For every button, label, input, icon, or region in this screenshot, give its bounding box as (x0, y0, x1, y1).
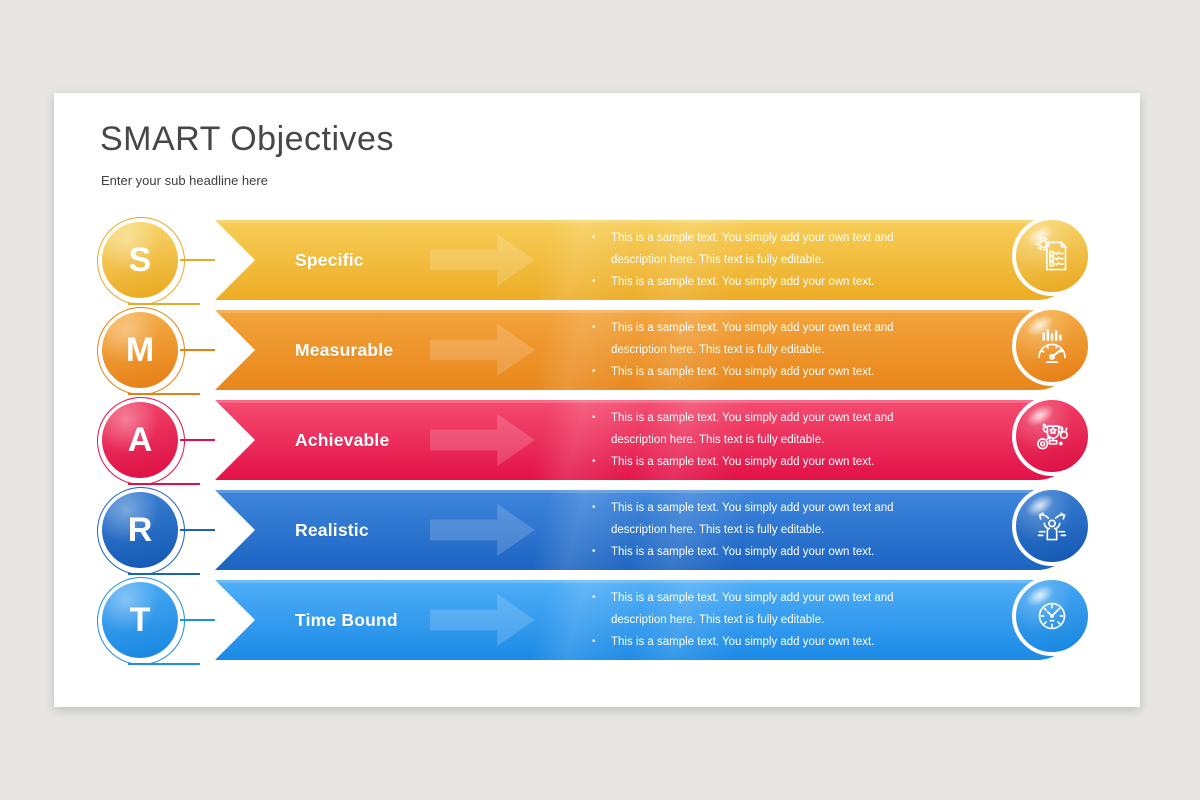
letter-badge-s[interactable]: S (102, 222, 178, 298)
letter-text: R (127, 510, 153, 549)
bullet-item: This is a sample text. You simply add yo… (589, 361, 909, 383)
person-choices-icon (1037, 512, 1067, 541)
row-icon-circle[interactable] (1012, 486, 1092, 566)
row-label: Realistic (295, 519, 369, 540)
bullet-list: This is a sample text. You simply add yo… (589, 490, 909, 570)
ring-tail-line (128, 663, 200, 665)
banner-notch (215, 220, 255, 300)
letter-text: A (127, 420, 153, 459)
banner-notch (215, 490, 255, 570)
ring-tail-line (128, 483, 200, 485)
page-subtitle: Enter your sub headline here (101, 173, 268, 188)
row-icon-circle[interactable] (1012, 216, 1092, 296)
row-icon-circle[interactable] (1012, 306, 1092, 386)
row-banner[interactable]: Realistic This is a sample text. You sim… (215, 486, 1092, 570)
smart-row-specific: S Specific This is a sample text. You si… (54, 215, 1140, 305)
banner-arrow-icon (430, 324, 535, 376)
letter-text: T (129, 600, 151, 639)
bullet-list: This is a sample text. You simply add yo… (589, 580, 909, 660)
bullet-item: This is a sample text. You simply add yo… (589, 631, 909, 653)
bullet-item: This is a sample text. You simply add yo… (589, 497, 909, 541)
row-banner[interactable]: Time Bound This is a sample text. You si… (215, 576, 1092, 660)
bullet-item: This is a sample text. You simply add yo… (589, 541, 909, 563)
smart-row-time-bound: T Time Bound This is a sample text. You … (54, 575, 1140, 665)
bullet-list: This is a sample text. You simply add yo… (589, 220, 909, 300)
banner-arrow-icon (430, 234, 535, 286)
clock-icon (1038, 602, 1066, 630)
bullet-item: This is a sample text. You simply add yo… (589, 587, 909, 631)
row-icon-circle[interactable] (1012, 396, 1092, 476)
gauge-chart-icon (1038, 329, 1066, 363)
row-label: Measurable (295, 339, 394, 360)
trophy-achievement-icon (1037, 423, 1069, 450)
row-label: Specific (295, 249, 364, 270)
smart-row-realistic: R Realistic This is a sample text. You s… (54, 485, 1140, 575)
banner-arrow-icon (430, 504, 535, 556)
row-banner[interactable]: Measurable This is a sample text. You si… (215, 306, 1092, 390)
smart-row-achievable: A Achievable This is a sample text. You … (54, 395, 1140, 485)
bullet-item: This is a sample text. You simply add yo… (589, 451, 909, 473)
bullet-list: This is a sample text. You simply add yo… (589, 400, 909, 480)
banner-arrow-icon (430, 594, 535, 646)
banner-notch (215, 400, 255, 480)
checklist-gear-icon (1036, 237, 1067, 271)
ring-tail-line (128, 303, 200, 305)
smart-row-measurable: M Measurable This is a sample text. You … (54, 305, 1140, 395)
bullet-item: This is a sample text. You simply add yo… (589, 407, 909, 451)
bullet-item: This is a sample text. You simply add yo… (589, 271, 909, 293)
bullet-item: This is a sample text. You simply add yo… (589, 227, 909, 271)
banner-notch (215, 580, 255, 660)
letter-badge-m[interactable]: M (102, 312, 178, 388)
row-label: Achievable (295, 429, 390, 450)
bullet-list: This is a sample text. You simply add yo… (589, 310, 909, 390)
banner-arrow-icon (430, 414, 535, 466)
letter-badge-t[interactable]: T (102, 582, 178, 658)
row-banner[interactable]: Achievable This is a sample text. You si… (215, 396, 1092, 480)
row-label: Time Bound (295, 609, 398, 630)
bullet-item: This is a sample text. You simply add yo… (589, 317, 909, 361)
banner-notch (215, 310, 255, 390)
row-banner[interactable]: Specific This is a sample text. You simp… (215, 216, 1092, 300)
letter-badge-r[interactable]: R (102, 492, 178, 568)
letter-badge-a[interactable]: A (102, 402, 178, 478)
ring-tail-line (128, 573, 200, 575)
ring-tail-line (128, 393, 200, 395)
letter-text: S (128, 240, 152, 279)
row-icon-circle[interactable] (1012, 576, 1092, 656)
slide-canvas: SMART Objectives Enter your sub headline… (54, 93, 1140, 707)
letter-text: M (125, 330, 155, 369)
page-title: SMART Objectives (100, 120, 394, 158)
